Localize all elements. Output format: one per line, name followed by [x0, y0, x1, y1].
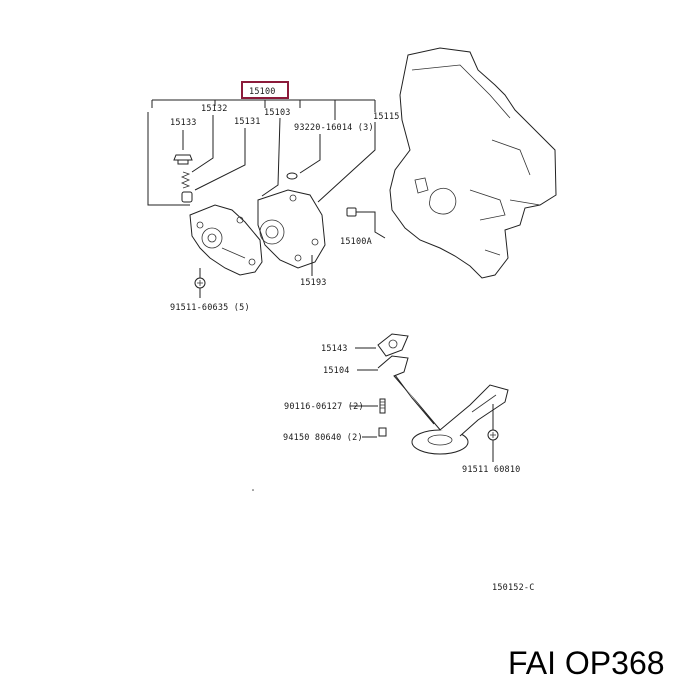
- stray-dot: [252, 489, 254, 491]
- label-15100: 15100: [249, 87, 276, 97]
- label-15115: 15115: [373, 112, 400, 122]
- label-15131: 15131: [234, 117, 261, 127]
- nut-icon: [378, 427, 387, 437]
- label-15103: 15103: [264, 108, 291, 118]
- oil-strainer-icon: [377, 355, 509, 455]
- label-15132: 15132: [201, 104, 228, 114]
- label-15100A: 15100A: [340, 237, 372, 247]
- label-93220: 93220-16014 (3): [294, 123, 374, 133]
- leader-lines-upper: [147, 112, 376, 206]
- dowel-pin-icon: [346, 207, 386, 239]
- bolt-icon: [194, 268, 206, 298]
- diagram-code: 150152-C: [492, 583, 535, 593]
- label-94150-80640: 94150 80640 (2): [283, 433, 363, 443]
- engine-block-outline: [389, 47, 557, 279]
- label-91511-60635: 91511-60635 (5): [170, 303, 250, 313]
- strainer-bolt-icon: [487, 404, 499, 462]
- relief-valve-plug-icon: [173, 154, 193, 165]
- label-15104: 15104: [323, 366, 350, 376]
- assembly-bracket: [151, 99, 376, 120]
- gasket-icon: [377, 333, 409, 357]
- relief-spring-icon: [180, 171, 191, 189]
- part-number-title: FAI OP368: [508, 645, 665, 681]
- oil-pump-cover-icon: [257, 172, 326, 269]
- label-15133: 15133: [170, 118, 197, 128]
- label-90116-06127: 90116-06127 (2): [284, 402, 364, 412]
- stud-bolt-icon: [379, 398, 386, 414]
- assembly-highlight-box: [241, 81, 289, 99]
- oil-pump-body-icon: [189, 204, 263, 276]
- relief-valve-icon: [181, 191, 193, 203]
- label-91511-60810: 91511 60810: [462, 465, 521, 475]
- label-15143: 15143: [321, 344, 348, 354]
- label-15193: 15193: [300, 278, 327, 288]
